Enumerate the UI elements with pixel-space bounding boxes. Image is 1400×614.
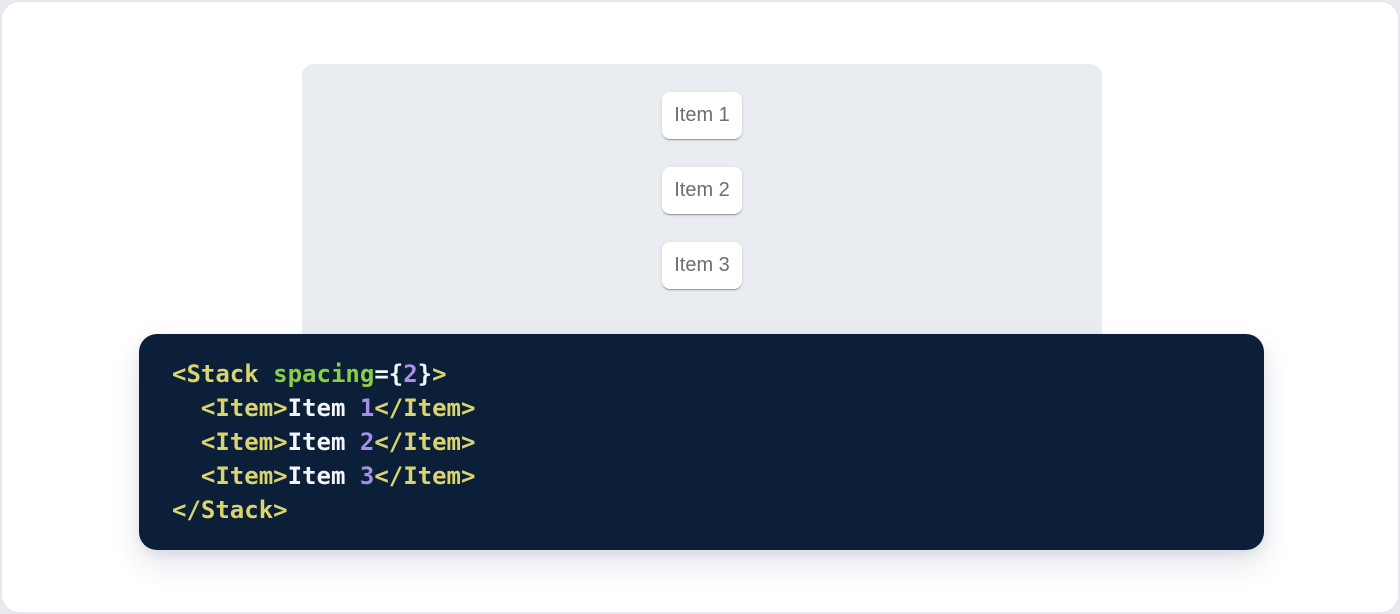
code-token-tag: <Item>: [200, 462, 288, 490]
code-token-tag: <Stack: [172, 360, 259, 388]
code-token-plain: [172, 462, 201, 490]
stack-container: Item 1 Item 2 Item 3: [302, 64, 1102, 289]
code-token-plain: Item: [287, 394, 360, 422]
code-token-attr: spacing: [273, 360, 375, 388]
code-token-plain: Item: [287, 428, 360, 456]
stack-item-label: Item 1: [674, 104, 730, 126]
stack-item-label: Item 2: [674, 179, 730, 201]
code-token-plain: [259, 360, 273, 388]
code-token-tag: <Item>: [200, 428, 288, 456]
code-token-plain: ={: [374, 360, 404, 388]
stack-item-label: Item 3: [674, 254, 730, 276]
code-snippet-block: <Stack spacing={2}> <Item>Item 1</Item> …: [139, 334, 1264, 550]
code-token-plain: }: [417, 360, 433, 388]
stack-demo-panel: Item 1 Item 2 Item 3: [302, 64, 1102, 342]
stack-item-card: Item 2: [662, 167, 742, 214]
stack-item-card: Item 3: [662, 242, 742, 289]
code-token-tag: </Item>: [374, 428, 476, 456]
code-token-number: 3: [359, 462, 375, 490]
code-token-tag: <Item>: [200, 394, 288, 422]
code-token-tag: </Item>: [374, 394, 476, 422]
code-token-tag: </Stack>: [172, 496, 288, 524]
code-content: <Stack spacing={2}> <Item>Item 1</Item> …: [172, 357, 1231, 527]
stack-item-card: Item 1: [662, 92, 742, 139]
code-token-tag: </Item>: [374, 462, 476, 490]
code-token-plain: Item: [287, 462, 360, 490]
code-token-tag: >: [432, 360, 447, 388]
code-token-plain: [172, 428, 201, 456]
code-token-number: 2: [359, 428, 375, 456]
code-token-number: 1: [359, 394, 375, 422]
code-token-plain: [172, 394, 201, 422]
code-token-number: 2: [403, 360, 418, 388]
